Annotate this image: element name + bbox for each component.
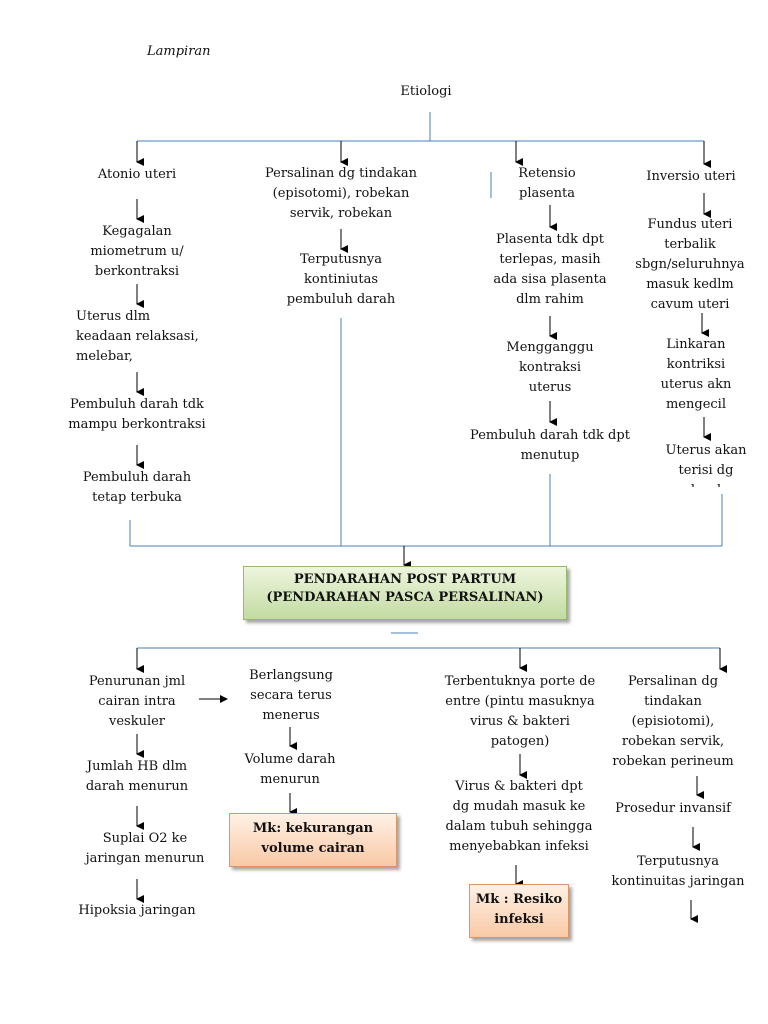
pembuluh-tdk-menutup-node: Pembuluh darah tdk dpt menutup — [470, 428, 630, 463]
suplai-o2-node: Suplai O2 ke jaringan menurun — [85, 831, 205, 866]
virus-bakteri-node: Virus & bakteri dpt dg mudah masuk ke da… — [445, 779, 593, 854]
uterus-relaksasi-node: Uterus dlm keadaan relaksasi, melebar, l… — [76, 309, 199, 364]
persalinan-tindakan-node: Persalinan dg tindakan (episotomi), robe… — [264, 166, 418, 221]
volume-darah-node: Volume darah menurun — [244, 752, 336, 787]
pembuluh-tdk-mampu-node: Pembuluh darah tdk mampu berkontraksi — [68, 397, 206, 432]
retensio-plasenta-node: Retensio plasenta — [518, 166, 576, 201]
hipoksia-node: Hipoksia jaringan — [78, 903, 196, 918]
main-title-line2: (PENDARAHAN PASCA PERSALINAN) — [266, 590, 544, 605]
plasenta-terlepas-node: Plasenta tdk dpt terlepas, masih ada sis… — [493, 232, 607, 307]
atonio-uteri-node: Atonio uteri — [97, 167, 177, 182]
etiologi-node: Etiologi — [400, 84, 452, 99]
terputusnya-pembuluh-node: Terputusnya kontiniutas pembuluh darah — [286, 252, 396, 307]
berlangsung-node: Berlangsung secara terus menerus — [249, 668, 333, 723]
pembuluh-terbuka-node: Pembuluh darah tetap terbuka — [82, 470, 192, 505]
mk-kekurangan-volume-box: Mk: kekurangan volume cairan — [229, 813, 397, 867]
prosedur-invansif-node: Prosedur invansif — [615, 801, 731, 816]
inversio-uteri-node: Inversio uteri — [646, 169, 736, 184]
terputusnya-jaringan-node: Terputusnya kontinuitas jaringan — [611, 854, 745, 889]
uterus-terisi-node: Uterus akan terisi dg darah — [665, 443, 747, 487]
main-title-line1: PENDARAHAN POST PARTUM — [293, 572, 517, 587]
fundus-uteri-node: Fundus uteri terbalik sbgn/seluruhnya ma… — [635, 217, 745, 312]
penurunan-cairan-node: Penurunan jml cairan intra veskuler — [88, 674, 186, 729]
persalinan-perineum-node: Persalinan dg tindakan (episiotomi), rob… — [612, 674, 734, 769]
kegagalan-node: Kegagalan miometrum u/ berkontraksi — [90, 224, 184, 279]
lampiran-label: Lampiran — [147, 44, 211, 59]
jumlah-hb-node: Jumlah HB dlm darah menurun — [85, 759, 189, 794]
porte-de-entre-node: Terbentuknya porte de entre (pintu masuk… — [444, 674, 596, 749]
lingkaran-kontriksi-node: Linkaran kontriksi uterus akn mengecil — [660, 337, 732, 412]
mk-resiko-infeksi-box: Mk : Resiko infeksi — [469, 884, 569, 938]
mengganggu-kontraksi-node: Mengganggu kontraksi uterus — [506, 340, 594, 395]
pendarahan-post-partum-box: PENDARAHAN POST PARTUM (PENDARAHAN PASCA… — [243, 566, 567, 620]
